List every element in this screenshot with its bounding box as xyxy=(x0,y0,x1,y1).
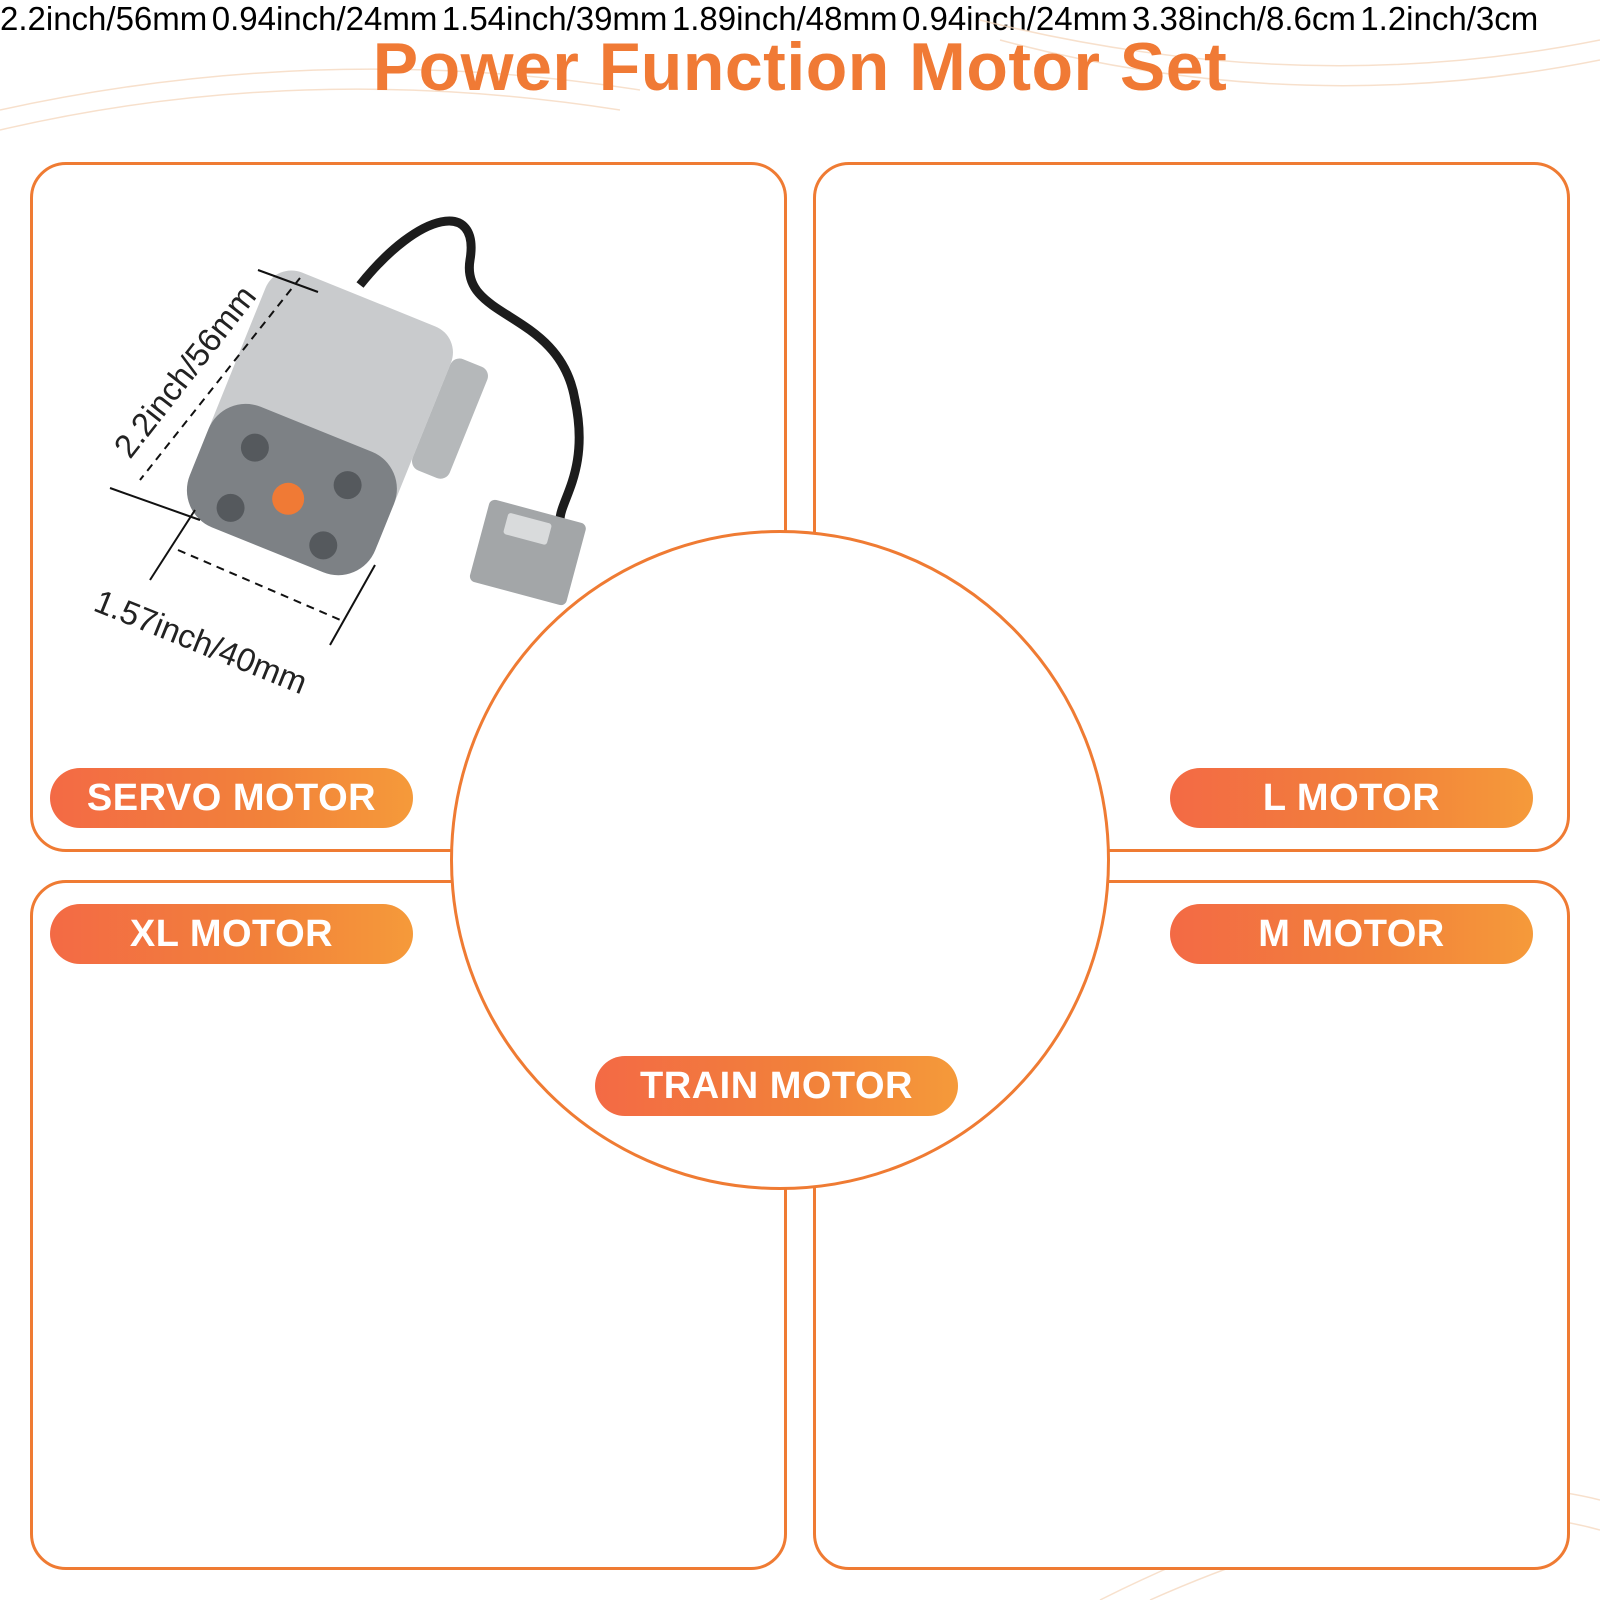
train-motor-label: TRAIN MOTOR xyxy=(595,1056,958,1116)
xl-width-text: 1.54inch/39mm xyxy=(441,0,668,37)
train-length-text: 3.38inch/8.6cm xyxy=(1132,0,1356,37)
train-length-dimension: 3.38inch/8.6cm xyxy=(1132,0,1360,37)
l-width-dimension: 0.94inch/24mm xyxy=(212,0,442,37)
m-width-text: 0.94inch/24mm xyxy=(901,0,1128,37)
m-width-dimension: 0.94inch/24mm xyxy=(902,0,1132,37)
l-length-text: 2.2inch/56mm xyxy=(0,0,208,37)
servo-width-text: 1.57inch/40mm xyxy=(89,582,312,701)
xl-motor-label: XL MOTOR xyxy=(50,904,413,964)
l-width-text: 0.94inch/24mm xyxy=(211,0,438,37)
m-length-text: 1.89inch/48mm xyxy=(671,0,898,37)
l-motor-label: L MOTOR xyxy=(1170,768,1533,828)
l-motor-panel xyxy=(813,162,1570,852)
l-length-dimension: 2.2inch/56mm xyxy=(0,0,212,37)
servo-motor-image xyxy=(186,216,586,606)
xl-width-dimension: 1.54inch/39mm xyxy=(442,0,672,37)
servo-motor-label: SERVO MOTOR xyxy=(50,768,413,828)
train-height-text: 1.2inch/3cm xyxy=(1360,0,1539,37)
m-motor-label: M MOTOR xyxy=(1170,904,1533,964)
m-length-dimension: 1.89inch/48mm xyxy=(672,0,902,37)
train-height-dimension: 1.2inch/3cm xyxy=(1360,0,1538,37)
page-title: Power Function Motor Set xyxy=(372,29,1228,105)
m-motor-panel xyxy=(813,880,1570,1570)
